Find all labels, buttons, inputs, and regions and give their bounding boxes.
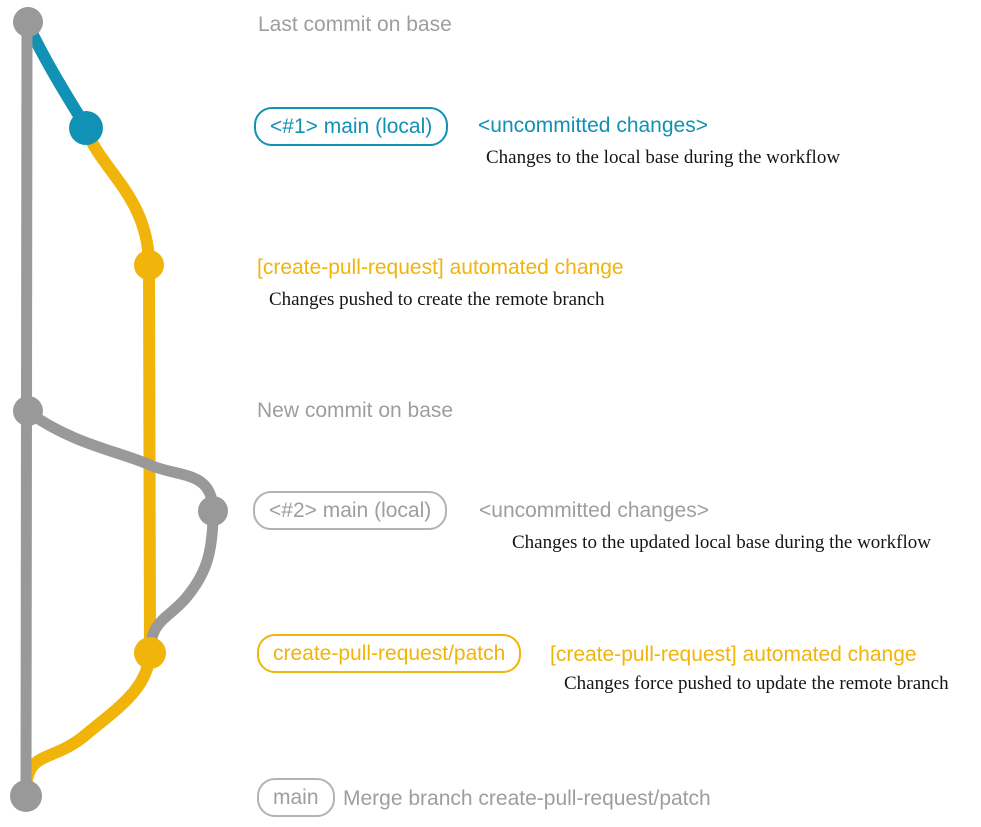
- heading-automated-change-1: [create-pull-request] automated change: [257, 256, 624, 279]
- commit-dot-patch-1: [134, 250, 164, 280]
- heading-merge-branch: Merge branch create-pull-request/patch: [343, 787, 711, 810]
- commit-dot-local-main-2: [198, 496, 228, 526]
- commit-dot-patch-2: [134, 637, 166, 669]
- description-automated-change-2: Changes force pushed to update the remot…: [564, 673, 949, 694]
- badge-main: main: [257, 778, 335, 817]
- heading-uncommitted-changes-1: <uncommitted changes>: [478, 114, 708, 137]
- description-automated-change-1: Changes pushed to create the remote bran…: [269, 289, 605, 310]
- badge-main-local-2: <#2> main (local): [253, 491, 448, 530]
- local-main-branch-curve: [22, 19, 92, 133]
- description-uncommitted-changes-2: Changes to the updated local base during…: [512, 532, 931, 553]
- heading-automated-change-2: [create-pull-request] automated change: [550, 643, 917, 666]
- local-main-2-to-patch-curve: [144, 506, 219, 658]
- commit-dot-last-base: [13, 7, 43, 37]
- commit-dot-new-base: [13, 396, 43, 426]
- heading-uncommitted-changes-2: <uncommitted changes>: [479, 499, 709, 522]
- base-to-local-main-2-curve: [22, 406, 219, 518]
- badge-main-local-1: <#1> main (local): [254, 107, 449, 146]
- commit-dot-local-main-1: [69, 111, 103, 145]
- commit-dot-merge: [10, 780, 42, 812]
- badge-create-pull-request-patch: create-pull-request/patch: [257, 634, 522, 673]
- patch-branch-line: [143, 263, 156, 652]
- note-new-commit-on-base: New commit on base: [257, 399, 454, 422]
- patch-branch-out-curve: [80, 122, 155, 270]
- patch-merge-curve: [20, 647, 156, 799]
- git-graph: [10, 7, 228, 812]
- note-last-commit-on-base: Last commit on base: [258, 13, 452, 36]
- description-uncommitted-changes-1: Changes to the local base during the wor…: [486, 147, 841, 168]
